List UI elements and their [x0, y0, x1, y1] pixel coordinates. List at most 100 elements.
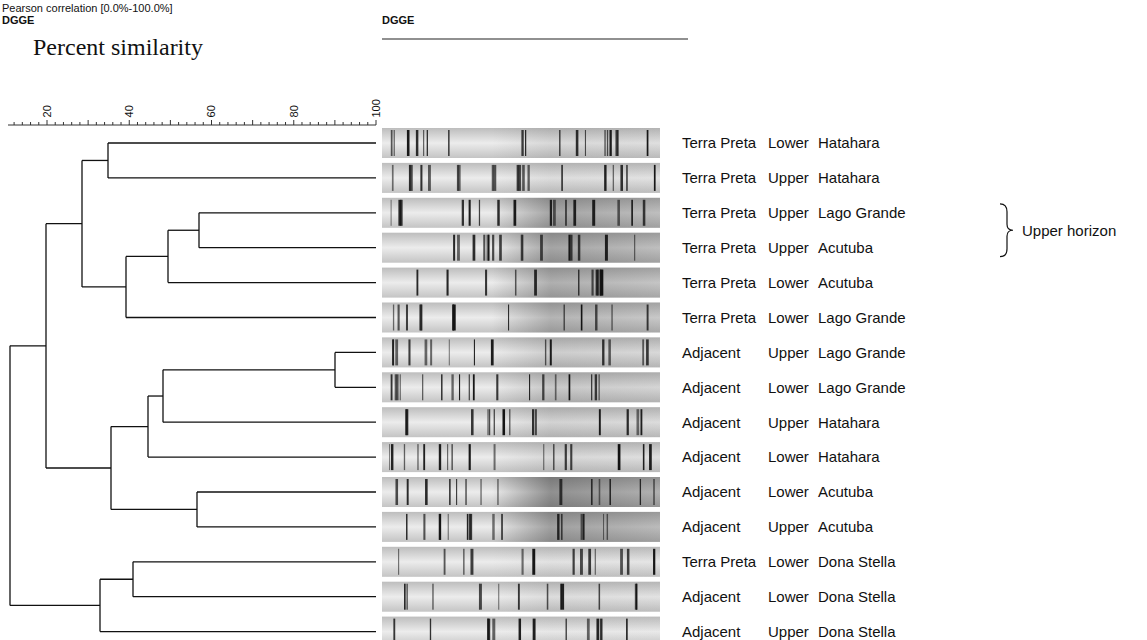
gel-band — [600, 619, 602, 640]
gel-band — [534, 270, 537, 296]
gel-lane — [382, 407, 660, 437]
horizon-label: Lower — [768, 448, 809, 465]
gel-lane — [382, 442, 660, 472]
gel-band — [420, 305, 422, 331]
axis-tick — [195, 122, 196, 125]
gel-band — [550, 200, 552, 226]
horizon-label: Upper — [768, 344, 809, 361]
gel-band — [591, 479, 593, 505]
gel-band — [562, 584, 564, 610]
tick-label: 100 — [370, 99, 383, 117]
lane-smear — [492, 442, 660, 472]
gel-band — [618, 444, 621, 470]
gel-band — [469, 200, 471, 226]
gel-band — [419, 305, 422, 331]
horizon-label: Upper — [768, 239, 809, 256]
site-label: Hatahara — [818, 169, 880, 186]
axis-tick — [129, 120, 130, 125]
dendrogram-branch — [100, 631, 376, 632]
dendrogram-branch — [46, 467, 111, 468]
gel-band — [469, 444, 471, 470]
gel-band — [393, 130, 395, 156]
lane-smear — [492, 198, 660, 228]
gel-band — [542, 374, 544, 400]
gel-band — [452, 444, 453, 470]
gel-band — [407, 479, 409, 505]
gel-band — [609, 130, 611, 156]
gel-lane — [382, 233, 660, 263]
gel-lane — [382, 128, 660, 158]
gel-band — [444, 549, 446, 575]
tick-label: 20 — [41, 105, 54, 117]
gel-band — [643, 444, 645, 470]
gel-band — [643, 200, 646, 226]
dendrogram-branch — [82, 160, 108, 161]
axis-tick — [145, 122, 146, 125]
gel-band — [599, 409, 601, 435]
gel-band — [515, 270, 516, 296]
gel-band — [465, 479, 466, 505]
axis-caption: Pearson correlation [0.0%-100.0%] — [2, 2, 173, 15]
gel-band — [533, 619, 536, 640]
gel-band — [498, 584, 500, 610]
gel-band — [393, 305, 394, 331]
gel-band — [603, 514, 605, 540]
gel-band — [448, 130, 450, 156]
axis-tick — [162, 122, 163, 125]
horizon-label: Lower — [768, 134, 809, 151]
soil-type-label: Terra Preta — [682, 274, 756, 291]
gel-band — [609, 479, 611, 505]
axis-tick — [326, 122, 327, 125]
gel-band — [497, 479, 498, 505]
axis-tick — [71, 122, 72, 125]
soil-type-label: Adjacent — [682, 379, 740, 396]
gel-band — [430, 339, 432, 365]
gel-band — [578, 270, 579, 296]
site-label: Hatahara — [818, 134, 880, 151]
gel-band — [420, 165, 422, 191]
gel-band — [425, 479, 428, 505]
dendrogram-branch — [10, 605, 100, 606]
gel-band — [636, 584, 638, 610]
gel-band — [406, 409, 409, 435]
gel-band — [559, 130, 560, 156]
gel-band — [416, 130, 418, 156]
lane-background — [382, 372, 660, 402]
gel-band — [553, 200, 556, 226]
gel-band — [555, 374, 557, 400]
soil-type-label: Adjacent — [682, 483, 740, 500]
method-heading: DGGE — [2, 14, 34, 27]
site-label: Lago Grande — [818, 344, 906, 361]
axis-tick — [112, 122, 113, 125]
gel-band — [492, 619, 495, 640]
lane-smear — [492, 547, 660, 577]
gel-band — [535, 409, 537, 435]
axis-tick — [211, 120, 212, 125]
gel-band — [449, 479, 450, 505]
gel-band — [617, 130, 619, 156]
gel-band — [395, 374, 397, 400]
gel-band — [469, 514, 472, 540]
gel-band — [501, 514, 503, 540]
dendrogram-branch — [133, 596, 376, 597]
axis-tick — [63, 122, 64, 125]
gel-band — [483, 235, 485, 261]
gel-band — [408, 165, 410, 191]
gel-band — [573, 549, 575, 575]
lane-background — [382, 268, 660, 298]
lane-background — [382, 512, 660, 542]
gel-band — [604, 165, 606, 191]
gel-band — [561, 165, 562, 191]
axis-tick — [252, 120, 253, 125]
gel-band — [646, 339, 649, 365]
gel-lane — [382, 303, 660, 333]
horizon-label: Lower — [768, 309, 809, 326]
dendrogram-branch — [9, 346, 10, 606]
gel-band — [400, 200, 402, 226]
dendrogram-branch — [133, 561, 376, 562]
horizon-label: Lower — [768, 274, 809, 291]
gel-band — [517, 165, 520, 191]
gel-band — [453, 305, 454, 331]
axis-tick — [96, 122, 97, 125]
gel-band — [508, 305, 510, 331]
